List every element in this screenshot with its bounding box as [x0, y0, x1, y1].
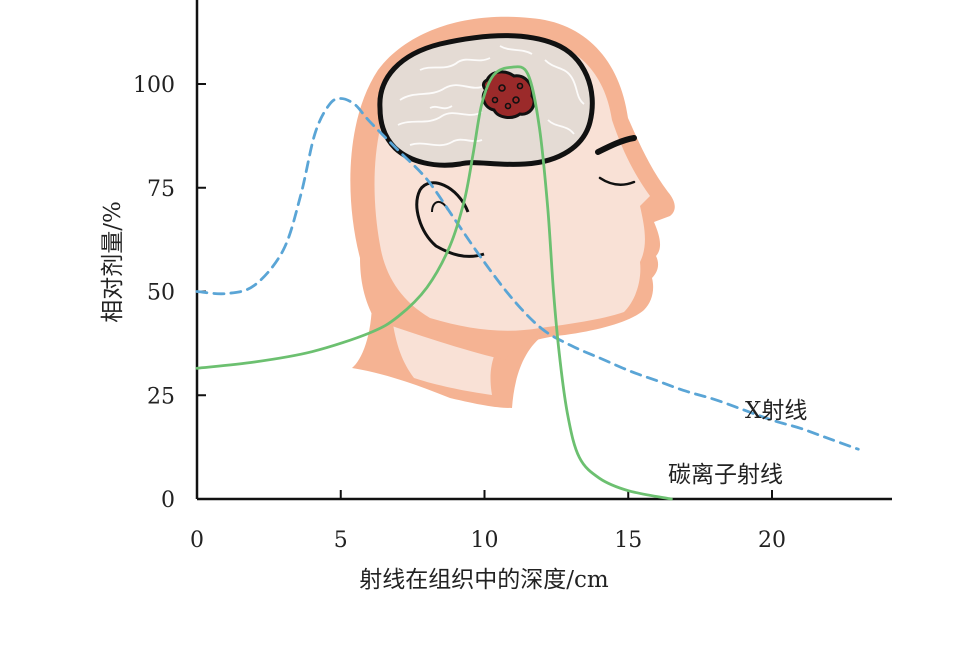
- series-label-carbon: 碳离子射线: [668, 462, 783, 488]
- xray-dose-curve: [195, 97, 860, 451]
- y-tick-label: 0: [161, 488, 175, 513]
- brain-folds: [397, 45, 585, 147]
- x-axis-title: 射线在组织中的深度/cm: [359, 567, 609, 593]
- series-label-xray: X射线: [745, 398, 807, 424]
- x-tick-label: 20: [758, 528, 786, 553]
- closed-eye: [598, 176, 636, 186]
- y-axis-ticks: 0 25 50 75 100: [133, 73, 206, 513]
- head-profile-brain-tumor-icon: [350, 16, 675, 408]
- tumor-spots: [491, 82, 524, 110]
- y-tick-label: 50: [147, 281, 175, 306]
- x-tick-label: 10: [471, 528, 499, 553]
- x-tick-label: 0: [190, 528, 204, 553]
- series-layer: [195, 65, 860, 501]
- y-axis-title: 相对剂量/%: [100, 201, 126, 323]
- y-tick-label: 75: [147, 177, 175, 202]
- x-axis-ticks: 0 5 10 15 20: [190, 490, 786, 553]
- x-tick-label: 5: [334, 528, 348, 553]
- x-tick-label: 15: [614, 528, 642, 553]
- y-tick-label: 25: [147, 384, 175, 409]
- eyebrow: [595, 135, 637, 155]
- carbon-ion-dose-curve: [195, 65, 673, 501]
- y-tick-label: 100: [133, 73, 175, 98]
